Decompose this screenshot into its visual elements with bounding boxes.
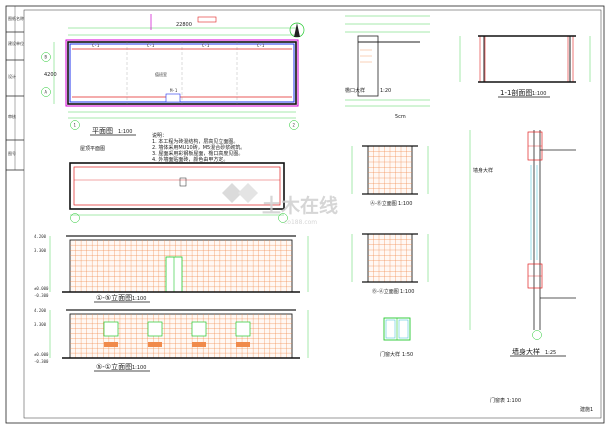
- plan-total-width: 4200: [44, 72, 57, 78]
- window-sill: [236, 342, 250, 347]
- watermark: 土木在线 co188.com: [222, 183, 338, 226]
- plan-axis-a: A: [45, 90, 48, 95]
- note-4: 4. 外墙面贴面砖，颜色由甲方定。: [152, 156, 228, 163]
- wall-section-scale: 1:25: [545, 350, 556, 356]
- window-sill: [192, 342, 206, 347]
- plan-room-label: 值班室: [155, 71, 167, 77]
- back-elevation: 4.200 3.300 ±0.000 -0.300 ⑤-①立面图 1:100: [34, 308, 309, 372]
- back-elevation-windows: [103, 321, 251, 347]
- title-block-cell-1: 图纸名称: [8, 15, 24, 21]
- window-sill: [104, 342, 118, 347]
- window-sill: [148, 342, 162, 347]
- door-table-caption: 门窗表 1:100: [490, 397, 521, 404]
- front-elev-label-1: 4.200: [34, 234, 47, 239]
- wall-section-label: 墙身大样: [512, 347, 540, 356]
- side-elevation-b-title: Ⓑ-Ⓐ立面图: [372, 288, 399, 295]
- elevation-window: [147, 321, 163, 337]
- note-2: 2. 墙体采用MU10砖，M5混合砂浆砌筑。: [152, 144, 245, 151]
- title-block-cell-5: 图号: [8, 150, 16, 156]
- plan-window-mark-1: C-1: [92, 43, 100, 48]
- back-elevation-title: ⑤-①立面图: [96, 362, 132, 371]
- north-arrow: [289, 22, 305, 38]
- eaves-detail-note: 5cm: [395, 114, 406, 120]
- section-scale: 1:100: [532, 91, 546, 97]
- eaves-detail-title: 檐口大样: [345, 87, 365, 94]
- side-elevation-b: Ⓑ-Ⓐ立面图 1:100: [351, 233, 429, 295]
- side-elevation-a-tiles: [368, 146, 412, 194]
- plan-axis-1: 1: [74, 123, 77, 128]
- elevation-window: [235, 321, 251, 337]
- notes-heading: 说明：: [152, 132, 167, 139]
- plan-window-mark-4: C-1: [257, 43, 265, 48]
- window-detail-scale: 1:50: [402, 352, 413, 358]
- sheet-number: 建施1: [580, 406, 593, 413]
- front-elev-label-2: 3.300: [34, 248, 47, 253]
- watermark-main: 土木在线: [262, 194, 338, 217]
- roof-plan: 屋顶平面图: [69, 146, 288, 223]
- title-block-cell-3: 设计: [8, 73, 16, 79]
- back-elevation-tiles: [70, 314, 292, 358]
- front-elevation: 4.200 3.300 ±0.000 -0.300 ①-⑤立面图 1:100: [34, 234, 309, 303]
- plan-axis-2: 2: [293, 123, 296, 128]
- notes-block: 说明： 1. 本工程为砖混结构，层高见立面图。 2. 墙体采用MU10砖，M5混…: [152, 132, 245, 163]
- wall-section: 墙身大样 墙身大样 1:25: [469, 130, 576, 357]
- plan-door-mark: M-1: [170, 88, 178, 93]
- eaves-detail: 檐口大样 5cm 1:20: [345, 15, 430, 120]
- front-elev-label-3: ±0.000: [34, 286, 49, 291]
- back-elev-label-4: -0.300: [34, 359, 49, 364]
- side-elevation-b-scale: 1:100: [400, 289, 414, 295]
- plan-scale: 1:100: [118, 129, 132, 135]
- front-elevation-scale: 1:100: [132, 296, 146, 302]
- window-detail-title: 门窗大样: [380, 351, 400, 358]
- title-block-cell-2: 建设单位: [8, 40, 24, 46]
- side-elevation-a: Ⓐ-Ⓑ立面图 1:100: [351, 145, 429, 207]
- floor-plan: 22800 C-1 C-1 C-1 C-1 值班室 M-1 4200 1 2 B…: [41, 14, 299, 136]
- plan-window-mark-2: C-1: [147, 43, 155, 48]
- roof-plan-title: 屋顶平面图: [80, 146, 105, 152]
- note-3: 3. 屋面采用彩钢板屋面，檐口高度见图。: [152, 150, 243, 157]
- side-elevation-a-scale: 1:100: [398, 201, 412, 207]
- elevation-window: [191, 321, 207, 337]
- inner-border: [23, 9, 602, 419]
- title-block-cell-4: 审核: [8, 113, 16, 119]
- window-detail: 门窗大样 1:50: [380, 317, 413, 358]
- back-elevation-scale: 1:100: [132, 365, 146, 371]
- side-elevation-b-tiles: [368, 234, 412, 282]
- front-elevation-title: ①-⑤立面图: [96, 293, 132, 302]
- note-1: 1. 本工程为砖混结构，层高见立面图。: [152, 138, 238, 145]
- plan-window-mark-3: C-1: [202, 43, 210, 48]
- section-1-1: 1-1剖面图 1:100: [459, 35, 591, 98]
- watermark-sub: co188.com: [284, 219, 317, 226]
- wall-section-title: 墙身大样: [473, 167, 493, 174]
- plan-axis-b: B: [45, 55, 48, 60]
- elevation-window: [103, 321, 119, 337]
- front-elev-label-4: -0.300: [34, 293, 49, 298]
- left-title-block: 图纸名称 建设单位 设计 审核 图号: [6, 6, 24, 171]
- plan-title: 平面图: [92, 127, 113, 135]
- sheet-border: [5, 5, 605, 424]
- side-elevation-a-title: Ⓐ-Ⓑ立面图: [370, 200, 397, 207]
- plan-total-length: 22800: [176, 22, 192, 28]
- back-elev-label-2: 3.300: [34, 322, 47, 327]
- back-elev-label-3: ±0.000: [34, 352, 49, 357]
- back-elev-label-1: 4.200: [34, 308, 47, 313]
- eaves-detail-scale: 1:20: [380, 88, 391, 94]
- section-title: 1-1剖面图: [500, 88, 532, 97]
